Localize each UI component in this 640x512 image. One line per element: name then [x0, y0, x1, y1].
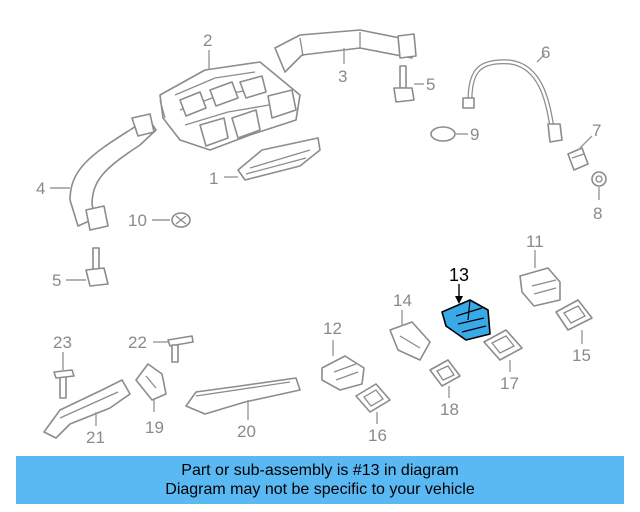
callout-18: 18 — [440, 400, 459, 419]
part-23-clip — [53, 369, 75, 399]
part-13-highlighted-vent — [441, 299, 491, 341]
part-16-bezel — [355, 383, 391, 413]
callout-7: 7 — [592, 121, 601, 140]
part-11-vent — [519, 267, 561, 307]
part-15-bezel — [555, 299, 593, 331]
callout-22: 22 — [128, 333, 147, 352]
part-4-side-duct — [69, 113, 157, 231]
banner-line-1: Part or sub-assembly is #13 in diagram — [181, 462, 459, 479]
callout-4: 4 — [36, 179, 45, 198]
part-8-cap — [591, 171, 607, 187]
part-20-long-duct — [185, 377, 301, 415]
callout-3: 3 — [338, 67, 347, 86]
parts-diagram: 2 3 5 6 9 7 8 1 — [36, 29, 607, 447]
part-5-lower-clip — [85, 247, 109, 287]
callout-10: 10 — [128, 211, 147, 230]
part-18-bezel — [429, 359, 461, 387]
part-2-duct-assembly — [159, 61, 301, 151]
part-1-grille — [237, 137, 321, 181]
callout-9: 9 — [470, 125, 479, 144]
callout-19: 19 — [145, 418, 164, 437]
callout-5-lower: 5 — [52, 271, 61, 290]
callout-5-upper: 5 — [426, 75, 435, 94]
part-7-connector — [567, 147, 589, 171]
part-5-upper-clip — [393, 65, 415, 103]
callout-17: 17 — [500, 374, 519, 393]
callout-23: 23 — [53, 333, 72, 352]
callout-11: 11 — [526, 232, 544, 251]
part-3-upper-duct — [274, 29, 417, 73]
part-9-grommet — [430, 126, 456, 142]
callout-8: 8 — [593, 204, 602, 223]
part-19-bracket — [135, 363, 167, 401]
callout-1: 1 — [209, 169, 218, 188]
part-17-bezel — [483, 329, 523, 361]
callout-15: 15 — [572, 346, 591, 365]
callout-13: 13 — [449, 265, 469, 285]
part-14-vent — [389, 321, 431, 361]
callout-20: 20 — [237, 422, 256, 441]
part-22-clip — [167, 335, 194, 363]
part-21-lower-duct — [43, 379, 131, 439]
callout-21: 21 — [86, 428, 105, 447]
callout-2: 2 — [203, 31, 212, 50]
part-12-vent — [321, 355, 365, 391]
callout-14: 14 — [393, 291, 412, 310]
info-banner: Part or sub-assembly is #13 in diagram D… — [16, 456, 624, 504]
part-10-plug — [171, 212, 191, 228]
banner-line-2: Diagram may not be specific to your vehi… — [165, 481, 475, 498]
callout-6: 6 — [541, 43, 550, 62]
callout-12: 12 — [323, 319, 342, 338]
part-6-hose — [462, 59, 563, 143]
callout-16: 16 — [368, 426, 387, 445]
